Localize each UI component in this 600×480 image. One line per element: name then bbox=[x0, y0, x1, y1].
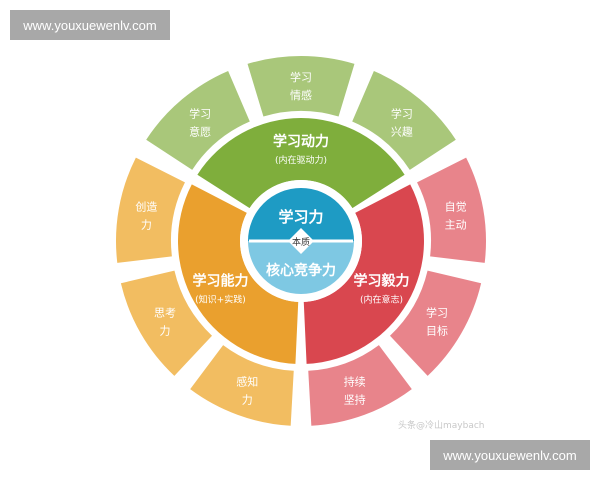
outer-segment-label-line1: 感知 bbox=[236, 375, 258, 389]
image-credit: 头条@冷山maybach bbox=[398, 421, 485, 431]
outer-segment-label-line1: 创造 bbox=[135, 200, 157, 214]
outer-segment-label-line2: 力 bbox=[141, 219, 152, 232]
outer-segment-label-line2: 目标 bbox=[426, 324, 448, 338]
inner-segment-motivation bbox=[197, 118, 405, 209]
outer-segment-label-line2: 情感 bbox=[290, 89, 312, 102]
outer-segment-label-line1: 思考 bbox=[154, 307, 176, 320]
outer-segment-label-line1: 持续 bbox=[344, 375, 366, 389]
outer-segment-motivation-3 bbox=[352, 70, 456, 170]
outer-segment-label-line1: 学习 bbox=[391, 107, 413, 121]
inner-ring: 学习动力 (内在驱动力) 学习毅力 (内在意志) 学习能力 (知识+实践) bbox=[178, 118, 424, 364]
inner-segment-title: 学习动力 bbox=[273, 133, 329, 150]
core-top-half bbox=[248, 188, 354, 241]
essence-label: 本质 bbox=[292, 236, 310, 248]
inner-segment-title: 学习能力 bbox=[192, 273, 248, 290]
essence-diamond bbox=[288, 228, 314, 254]
outer-segment-perseverance-1 bbox=[417, 157, 486, 263]
outer-segment-label-line1: 学习 bbox=[189, 107, 211, 121]
outer-segment-label-line1: 学习 bbox=[290, 70, 312, 84]
outer-segment-motivation-1 bbox=[146, 70, 250, 170]
inner-segment-subtitle: (内在驱动力) bbox=[275, 154, 327, 166]
outer-segment-label-line2: 意愿 bbox=[189, 125, 211, 139]
watermark-bottom-text: www.youxuewenlv.com bbox=[443, 447, 577, 463]
outer-segment-ability-3 bbox=[116, 157, 185, 263]
inner-segment-title: 学习毅力 bbox=[354, 273, 410, 290]
outer-segment-label-line1: 学习 bbox=[426, 306, 448, 320]
watermark-top-text: www.youxuewenlv.com bbox=[23, 17, 157, 33]
inner-segment-ability bbox=[178, 184, 299, 364]
outer-segment-ability-2 bbox=[120, 270, 213, 376]
inner-segment-subtitle: (知识+实践) bbox=[195, 294, 246, 306]
inner-segment-perseverance bbox=[303, 184, 424, 364]
core-circle: 学习力 核心竞争力 本质 bbox=[240, 180, 362, 302]
outer-segment-label-line2: 力 bbox=[242, 394, 253, 407]
outer-segment-perseverance-3 bbox=[308, 345, 412, 426]
outer-segment-label-line2: 坚持 bbox=[344, 393, 366, 407]
outer-segment-label-line2: 主动 bbox=[445, 219, 467, 232]
core-bottom-half bbox=[248, 241, 354, 294]
outer-segment-ability-1 bbox=[190, 345, 294, 426]
outer-segment-label-line1: 自觉 bbox=[445, 201, 467, 214]
outer-segment-motivation-2 bbox=[247, 55, 355, 117]
core-top-label: 学习力 bbox=[278, 208, 323, 226]
watermark-bottom: www.youxuewenlv.com bbox=[430, 440, 590, 470]
core-bottom-label: 核心竞争力 bbox=[266, 262, 336, 279]
outer-segment-label-line2: 力 bbox=[160, 325, 171, 338]
inner-segment-subtitle: (内在意志) bbox=[360, 294, 403, 306]
outer-segment-perseverance-2 bbox=[389, 270, 482, 376]
outer-segment-label-line2: 兴趣 bbox=[391, 125, 413, 139]
watermark-top: www.youxuewenlv.com bbox=[10, 10, 170, 40]
